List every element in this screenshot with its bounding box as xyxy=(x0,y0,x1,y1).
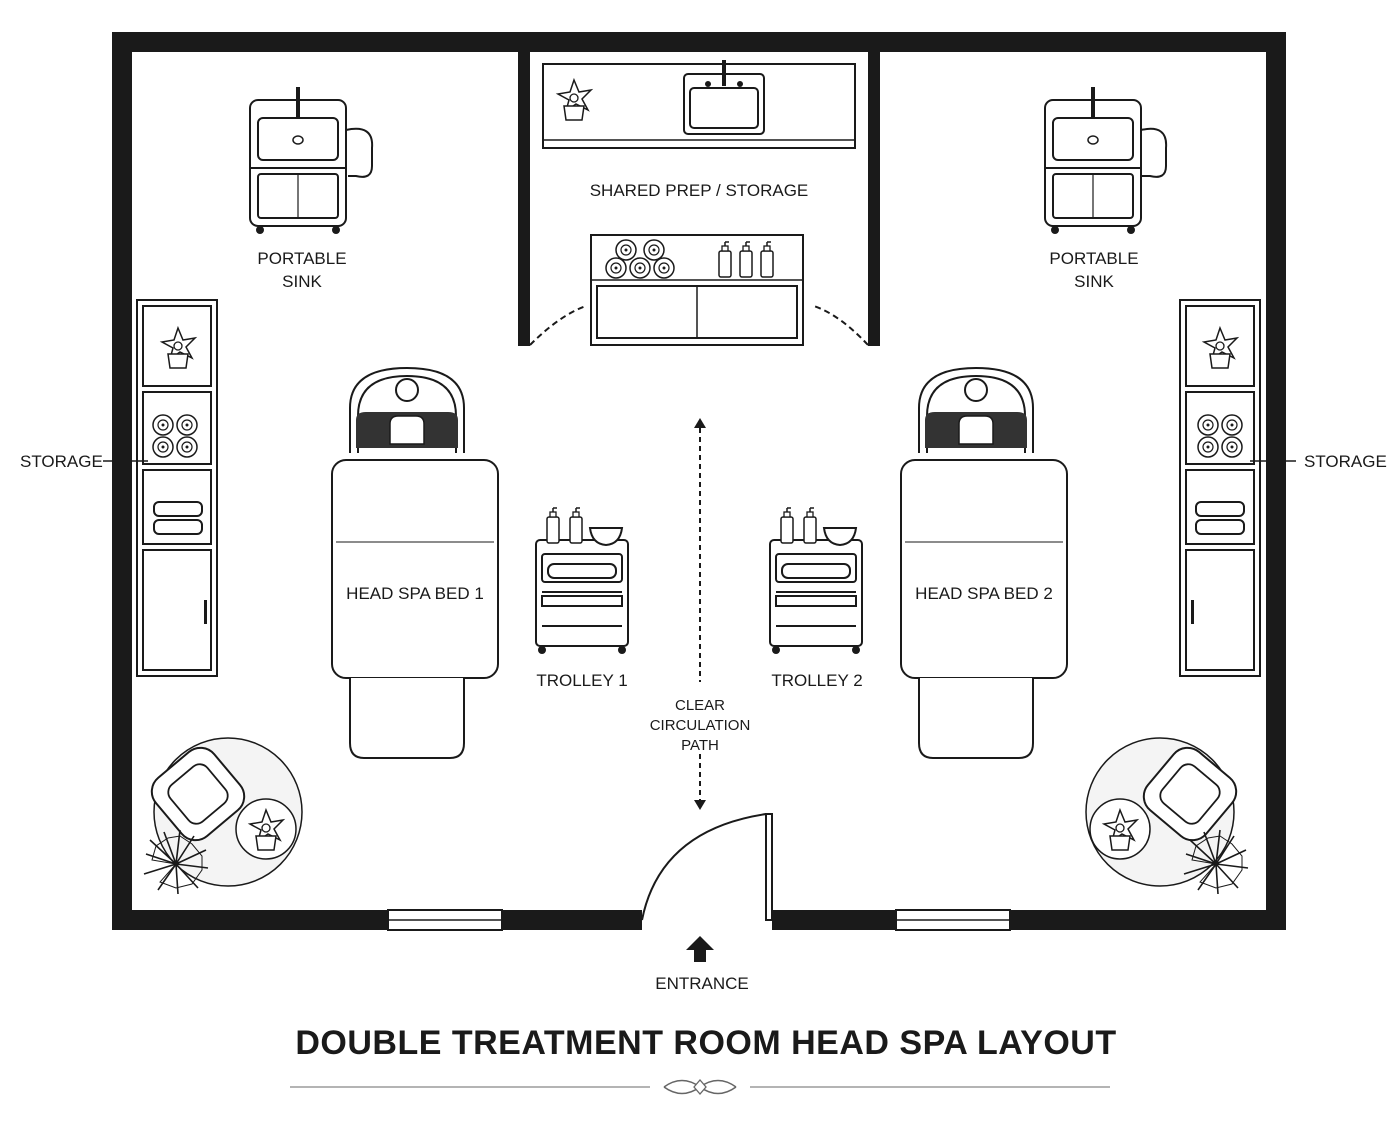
towel-icon xyxy=(1197,436,1219,458)
storage-right-label: STORAGE xyxy=(1304,452,1387,471)
storage-cabinet-right xyxy=(1179,299,1261,677)
towel-icon xyxy=(152,436,174,458)
shared-prep-label: SHARED PREP / STORAGE xyxy=(590,181,809,200)
portable-sink-right-label: PORTABLE xyxy=(1049,249,1138,268)
circulation-label-2: CIRCULATION xyxy=(650,717,751,734)
trolley-2 xyxy=(769,507,863,655)
trolley-2-label: TROLLEY 2 xyxy=(771,671,862,690)
window-right xyxy=(895,909,1011,931)
prep-room-walls xyxy=(518,50,880,346)
window-left xyxy=(387,909,503,931)
bottle-icon xyxy=(546,507,560,544)
storage-cabinet-left xyxy=(136,299,218,677)
towel-icon xyxy=(1195,519,1245,535)
towel-icon xyxy=(615,239,637,261)
portable-sink-left-label-2: SINK xyxy=(282,272,322,291)
towel-icon xyxy=(1221,414,1243,436)
bowl-icon xyxy=(822,527,858,547)
portable-sink-right xyxy=(1043,85,1168,236)
bed-2-label: HEAD SPA BED 2 xyxy=(915,584,1053,603)
towel-icon xyxy=(605,257,627,279)
lounge-right xyxy=(1085,737,1249,895)
portable-sink-left xyxy=(248,85,374,236)
bottle-icon xyxy=(780,507,794,544)
portable-sink-left-label: PORTABLE xyxy=(257,249,346,268)
towel-icon xyxy=(1221,436,1243,458)
towel-icon xyxy=(1195,501,1245,517)
entrance-door xyxy=(641,813,773,921)
towel-icon xyxy=(176,436,198,458)
portable-sink-right-label-2: SINK xyxy=(1074,272,1114,291)
circulation-label-3: PATH xyxy=(681,737,719,754)
towel-icon xyxy=(629,257,651,279)
ornament-icon xyxy=(663,1079,737,1095)
page-title: DOUBLE TREATMENT ROOM HEAD SPA LAYOUT xyxy=(295,1024,1116,1062)
bottle-icon xyxy=(803,507,817,544)
circulation-label-1: CLEAR xyxy=(675,697,725,714)
entrance-label: ENTRANCE xyxy=(655,974,749,993)
bed-1-label: HEAD SPA BED 1 xyxy=(346,584,484,603)
prep-shelving xyxy=(590,234,804,346)
towel-icon xyxy=(152,414,174,436)
towel-icon xyxy=(176,414,198,436)
prep-counter xyxy=(542,60,856,149)
head-spa-bed-1 xyxy=(331,367,499,759)
towel-icon xyxy=(153,501,203,517)
circulation-arrow xyxy=(694,418,706,810)
trolley-1 xyxy=(535,507,629,655)
towel-icon xyxy=(153,519,203,535)
trolley-1-label: TROLLEY 1 xyxy=(536,671,627,690)
head-spa-bed-2 xyxy=(900,367,1068,759)
towel-icon xyxy=(653,257,675,279)
ornament-divider xyxy=(290,1079,1110,1095)
towel-icon xyxy=(1197,414,1219,436)
lounge-left xyxy=(143,737,303,895)
storage-left-label: STORAGE xyxy=(20,452,103,471)
faucet-icon xyxy=(705,60,743,87)
entrance-arrow-icon xyxy=(686,936,714,962)
outer-walls xyxy=(112,32,1286,930)
towel-icon xyxy=(643,239,665,261)
bottle-icon xyxy=(569,507,583,544)
bowl-icon xyxy=(588,527,624,547)
